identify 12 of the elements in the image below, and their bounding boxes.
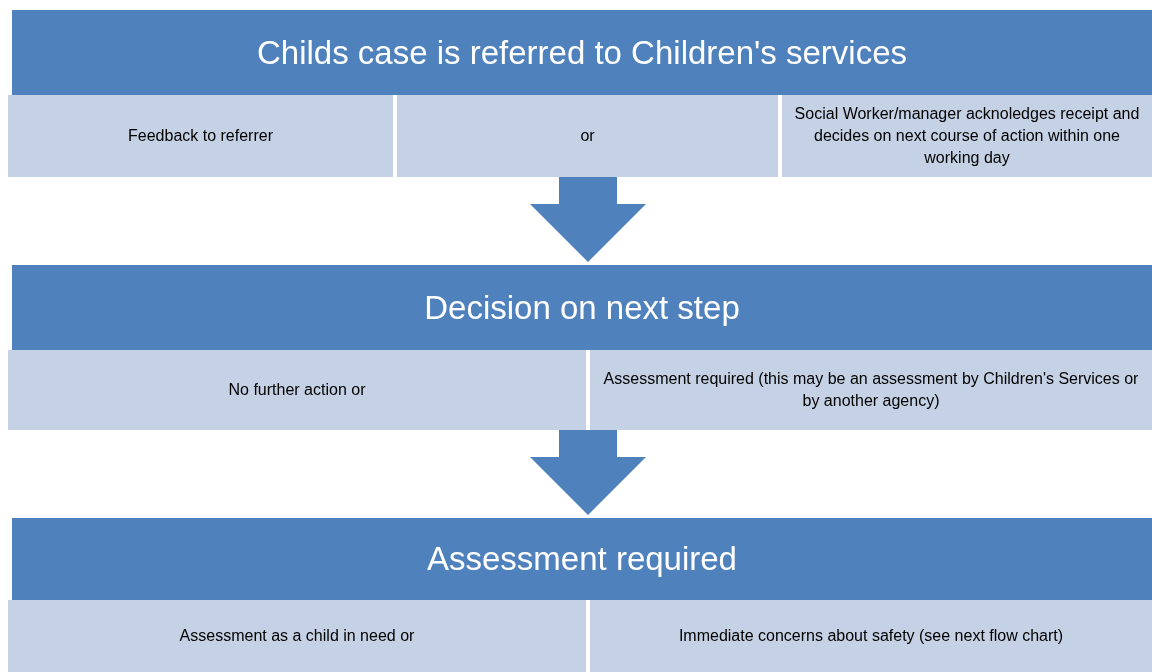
stage-header-bar: Decision on next step bbox=[12, 265, 1152, 350]
block-arrow bbox=[530, 430, 646, 515]
block-arrow bbox=[530, 177, 646, 262]
option-box: Immediate concerns about safety (see next flow chart) bbox=[590, 600, 1152, 672]
stage-header-bar: Assessment required bbox=[12, 518, 1152, 600]
option-box: Assessment required (this may be an assessment by Children's Services or by another agency) bbox=[590, 350, 1152, 430]
stage-header-bar: Childs case is referred to Children's services bbox=[12, 10, 1152, 95]
option-box: No further action or bbox=[8, 350, 586, 430]
option-box: Assessment as a child in need or bbox=[8, 600, 586, 672]
option-box: Social Worker/manager acknoledges receipt and decides on next course of action within one working day bbox=[782, 95, 1152, 177]
option-box: Feedback to referrer bbox=[8, 95, 393, 177]
option-box: or bbox=[397, 95, 778, 177]
